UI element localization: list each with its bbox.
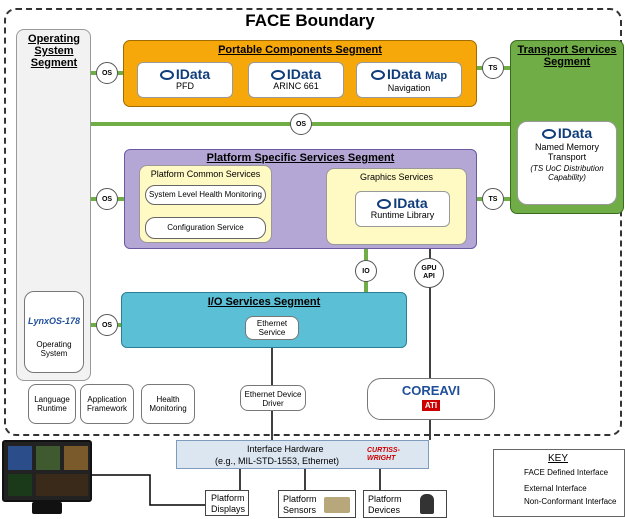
gpu-api-interface: GPU API: [414, 258, 444, 288]
platform-devices-box: Platform Devices: [363, 490, 447, 518]
idata-pfd-box: IData PFD: [137, 62, 233, 98]
instrument-screen-tile: [8, 474, 32, 496]
pss-title: Platform Specific Services Segment: [206, 152, 395, 164]
ts-interface-pcs: TS: [482, 57, 504, 79]
ethernet-service-box: Ethernet Service: [245, 316, 299, 340]
idata-logo: IData: [557, 125, 593, 141]
idata-eye-icon: [377, 199, 392, 209]
idata-map-box: IData Map Navigation: [356, 62, 462, 98]
idata-eye-icon: [370, 70, 385, 80]
lynxos-box: LynxOS-178 Operating System: [24, 291, 84, 373]
map-sub-logo: Map: [425, 70, 448, 82]
platform-displays-box: Platform Displays: [205, 490, 249, 516]
os-interface-pss: OS: [96, 188, 118, 210]
idata-eye-icon: [541, 129, 556, 139]
monitor-display-image: [2, 440, 92, 502]
health-monitoring-box: Health Monitoring: [141, 384, 195, 424]
joystick-icon: [420, 494, 434, 514]
idata-logo: IData: [393, 195, 428, 211]
lynxos-logo: LynxOS-178: [27, 316, 81, 326]
language-runtime-box: Language Runtime: [28, 384, 76, 424]
terrain-screen-tile: [36, 474, 88, 496]
idata-logo: IData: [175, 66, 211, 82]
os-label: Operating System: [36, 340, 72, 358]
ati-logo: ATI: [421, 400, 441, 411]
io-interface: IO: [355, 260, 377, 282]
system-health-monitoring-pill: System Level Health Monitoring: [145, 185, 266, 205]
idata-arinc-box: IData ARINC 661: [248, 62, 344, 98]
os-interface-pcs: OS: [96, 62, 118, 84]
interface-hardware-example: (e.g., MIL-STD-1553, Ethernet): [215, 456, 340, 466]
face-boundary: [4, 8, 622, 436]
ts-capability-label: (TS UoC Distribution Capability): [530, 164, 604, 182]
idata-logo: IData: [286, 66, 322, 82]
monitor-stand: [32, 502, 62, 514]
key-face-interface: FACE Defined Interface: [524, 468, 609, 477]
key-external-interface: External Interface: [524, 484, 587, 493]
ios-title: I/O Services Segment: [207, 296, 321, 308]
ethernet-device-driver-box: Ethernet Device Driver: [240, 385, 306, 411]
os-segment-title: Operating System Segment: [28, 33, 80, 69]
key-title: KEY: [548, 453, 569, 464]
tss-title: Transport Services Segment: [517, 44, 617, 68]
pcs-title: Portable Components Segment: [218, 44, 382, 56]
radar-screen-tile: [64, 446, 88, 470]
os-interface-center: OS: [290, 113, 312, 135]
monitor-line: [92, 474, 205, 506]
platform-sensors-label: Platform Sensors: [283, 494, 317, 515]
arinc-label: ARINC 661: [273, 81, 319, 91]
pfd-label: PFD: [176, 81, 194, 91]
map-screen-tile: [36, 446, 60, 470]
navigation-label: Navigation: [387, 83, 431, 93]
platform-devices-label: Platform Devices: [368, 494, 402, 515]
idata-logo: IData: [386, 66, 422, 82]
coreavi-logo: COREAVI: [401, 383, 461, 398]
ts-interface-pss: TS: [482, 188, 504, 210]
pcs-services-title: Platform Common Services: [150, 169, 261, 179]
named-memory-transport-label: Named Memory Transport: [534, 142, 599, 162]
key-non-conformant-interface: Non-Conformant Interface: [524, 497, 617, 506]
idata-eye-icon: [159, 70, 174, 80]
runtime-library-box: IData Runtime Library: [355, 191, 450, 227]
pfd-screen-tile: [8, 446, 32, 470]
os-interface-ios: OS: [96, 314, 118, 336]
runtime-library-label: Runtime Library: [370, 210, 435, 220]
idata-eye-icon: [270, 70, 285, 80]
curtiss-wright-logo: CURTISS-WRIGHT: [367, 447, 400, 462]
interface-hardware: Interface Hardware (e.g., MIL-STD-1553, …: [176, 440, 429, 469]
configuration-service-pill: Configuration Service: [145, 217, 266, 239]
face-boundary-title: FACE Boundary: [245, 11, 375, 30]
graphics-services-title: Graphics Services: [359, 172, 434, 182]
platform-sensors-box: Platform Sensors: [278, 490, 356, 518]
named-memory-transport-box: IData Named Memory Transport (TS UoC Dis…: [517, 121, 617, 205]
interface-hardware-label: Interface Hardware: [247, 444, 324, 454]
application-framework-box: Application Framework: [80, 384, 134, 424]
coreavi-box: COREAVI ATI: [367, 378, 495, 420]
legend-key: KEY FACE Defined Interface External Inte…: [493, 449, 625, 517]
sensor-icon: [324, 497, 350, 513]
